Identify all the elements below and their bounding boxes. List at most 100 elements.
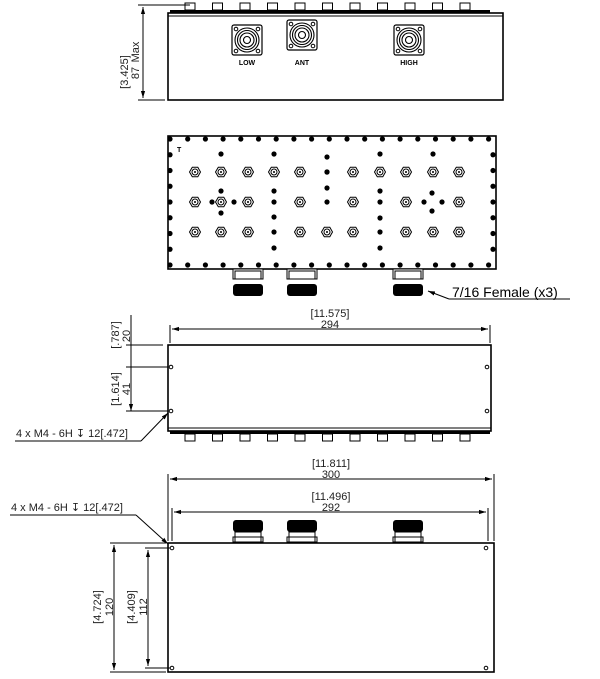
plan-bolt-holes — [167, 136, 496, 268]
tuning-screw-icon — [459, 2, 471, 11]
bolt-hole-icon — [218, 151, 224, 157]
bolt-hole-icon — [209, 199, 215, 205]
tuning-nut-center-icon — [273, 171, 275, 173]
tuning-nut-ring-icon — [191, 228, 199, 236]
coax-ring-icon — [291, 24, 313, 46]
bolt-hole-icon — [490, 167, 496, 174]
coax-ring-icon — [294, 27, 310, 43]
flange-hole-icon — [233, 26, 239, 32]
offset-dim-in: [.787] — [110, 321, 122, 349]
tuning-nut-center-icon — [194, 201, 196, 203]
front-connectors — [231, 19, 425, 56]
tuning-nut-center-icon — [247, 201, 249, 203]
tuning-screw-icon — [239, 2, 251, 11]
tuning-nut-center-icon — [405, 201, 407, 203]
bolt-hole-icon — [231, 199, 237, 205]
hole-spacing-dim-in: [1.614] — [110, 372, 122, 406]
bolt-hole-icon — [377, 245, 383, 251]
tuning-screw-icon — [184, 2, 196, 11]
connector-flange-icon — [393, 24, 425, 56]
bolt-hole-icon — [271, 214, 277, 220]
tuning-nut-center-icon — [299, 231, 301, 233]
tuning-screw-icon — [349, 433, 361, 442]
bolt-hole-icon — [450, 262, 456, 268]
bolt-hole-icon — [167, 215, 173, 221]
connector-nut-icon — [287, 520, 317, 532]
bolt-hole-icon — [486, 136, 492, 142]
bolt-hole-icon — [450, 136, 456, 142]
tuning-screw-icon — [239, 433, 251, 442]
tuning-nut-ring-icon — [296, 168, 304, 176]
tuning-nut-ring-icon — [323, 228, 331, 236]
tuning-nut-center-icon — [458, 201, 460, 203]
coax-ring-icon — [242, 35, 252, 45]
bolt-hole-icon — [344, 136, 350, 142]
tuning-nut-center-icon — [326, 231, 328, 233]
bolt-hole-icon — [255, 136, 262, 142]
bolt-hole-icon — [238, 262, 244, 268]
top-tuning-strip — [170, 2, 490, 13]
bolt-hole-icon — [271, 188, 277, 194]
bolt-hole-icon — [344, 262, 350, 268]
connector-nut-icon — [287, 284, 317, 296]
coax-ring-icon — [289, 22, 315, 48]
tuning-nut-center-icon — [352, 201, 354, 203]
bolt-hole-icon — [377, 215, 383, 221]
connector-label-high: HIGH — [400, 60, 418, 67]
tuning-nut-center-icon — [220, 201, 222, 203]
bolt-hole-icon — [421, 199, 427, 205]
connector-label-low: LOW — [239, 60, 256, 67]
tuning-nut-ring-icon — [429, 168, 437, 176]
tuning-nut-ring-icon — [429, 228, 437, 236]
tuning-nut-center-icon — [352, 171, 354, 173]
flange-hole-icon — [417, 48, 423, 54]
tuning-screw-icon — [432, 433, 443, 442]
connector-nut-icon — [233, 284, 263, 296]
tuning-nut-ring-icon — [217, 168, 225, 176]
bolt-hole-icon — [273, 136, 279, 142]
hole-width-dim-mm: 292 — [322, 502, 340, 514]
height-dim-in: [3.425] — [119, 55, 131, 89]
tuning-nut-ring-icon — [296, 228, 304, 236]
bolt-hole-icon — [202, 136, 208, 142]
tuning-screw-icon — [212, 2, 223, 11]
bolt-hole-icon — [362, 136, 368, 142]
tuning-screw-icon — [404, 433, 416, 442]
tuning-screw-icon — [459, 433, 471, 442]
bolt-hole-icon — [324, 185, 330, 191]
bolt-hole-icon — [185, 136, 191, 142]
bolt-hole-icon — [429, 190, 435, 196]
tuning-nut-center-icon — [458, 171, 460, 173]
bolt-hole-icon — [430, 151, 436, 157]
bolt-hole-icon — [397, 136, 403, 142]
bolt-hole-icon — [362, 262, 368, 268]
tuning-screw-icon — [322, 433, 333, 442]
height-dim-mm: 87 — [130, 67, 142, 79]
tuning-screw-icon — [377, 2, 388, 11]
tuning-nut-ring-icon — [217, 198, 225, 206]
connector-nut-icon — [233, 520, 263, 532]
tuning-nut-ring-icon — [296, 198, 304, 206]
tuning-nut-center-icon — [299, 171, 301, 173]
tuning-nut-center-icon — [194, 231, 196, 233]
bottom-view-body — [167, 542, 495, 673]
tuning-screw-icon — [294, 433, 306, 442]
plan-view: T 7/16 Female (x3) — [167, 135, 570, 300]
bolt-hole-icon — [273, 262, 279, 268]
coax-ring-icon — [297, 30, 307, 40]
bolt-hole-icon — [255, 262, 262, 268]
bolt-hole-icon — [490, 152, 496, 158]
tuning-nut-ring-icon — [402, 168, 410, 176]
hole-height-dim-mm: 112 — [138, 598, 150, 616]
connector-flange-icon — [286, 19, 318, 51]
bolt-hole-icon — [379, 262, 385, 268]
bolt-hole-icon — [167, 246, 173, 252]
bolt-hole-icon — [415, 136, 421, 142]
tuning-nut-center-icon — [458, 231, 460, 233]
overall-width-dim-in: [11.811] — [312, 458, 350, 470]
bolt-hole-icon — [167, 183, 173, 189]
tuning-nut-center-icon — [432, 171, 434, 173]
tuning-nut-center-icon — [405, 231, 407, 233]
bolt-hole-icon — [429, 208, 435, 214]
